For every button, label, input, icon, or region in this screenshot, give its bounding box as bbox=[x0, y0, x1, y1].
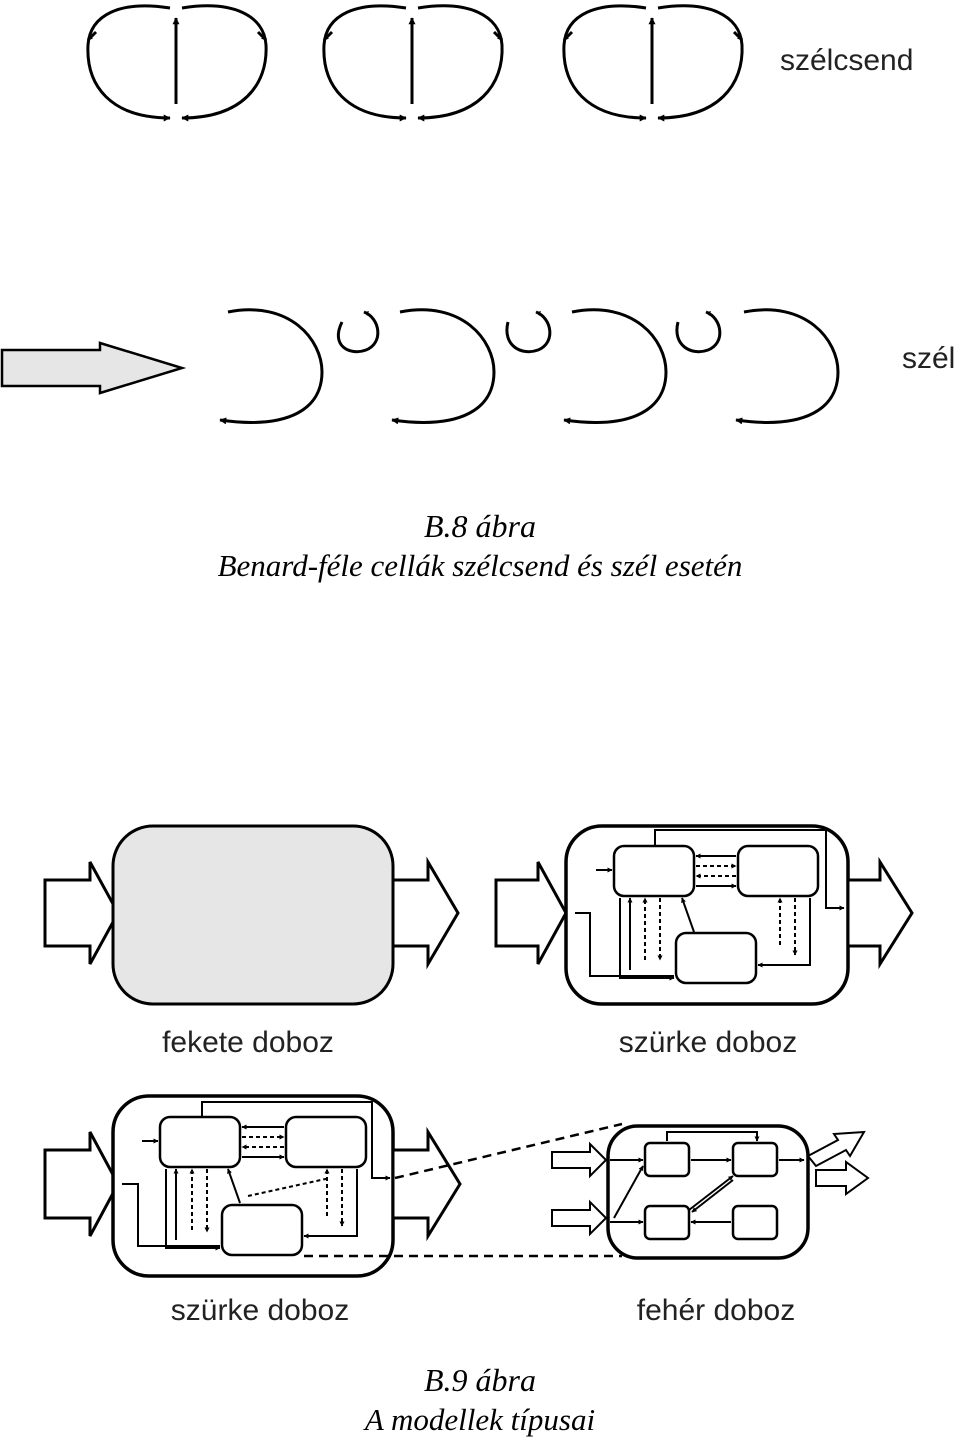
calm-cells bbox=[86, 4, 744, 122]
wind-eddy-3 bbox=[675, 310, 722, 354]
grey-box-top-label: szürke doboz bbox=[619, 1026, 797, 1059]
grey-box-top-output-arrow bbox=[846, 856, 914, 970]
white-box-input-arrow-2 bbox=[551, 1199, 608, 1237]
wind-label: szél bbox=[902, 342, 955, 375]
calm-cell-3 bbox=[562, 4, 744, 122]
white-box-output-arrow-1 bbox=[806, 1130, 866, 1168]
wind-cells bbox=[219, 308, 840, 425]
grey-bottom-sub-box-a bbox=[158, 1115, 242, 1169]
grey-box-bottom-input-arrow bbox=[43, 1131, 120, 1237]
grey-top-sub-box-a bbox=[612, 844, 696, 898]
white-box-input-arrow-1 bbox=[551, 1141, 608, 1179]
black-box-label: fekete doboz bbox=[162, 1026, 334, 1059]
grey-box-bottom-frame bbox=[111, 1094, 395, 1278]
calm-cell-2 bbox=[322, 4, 504, 122]
wind-cell-2 bbox=[391, 308, 496, 425]
black-box-input-arrow bbox=[43, 861, 120, 965]
grey-box-top-diagram bbox=[494, 824, 914, 1006]
figure-b9-number: B.9 ábra bbox=[424, 1362, 536, 1398]
wind-eddy-2 bbox=[505, 310, 552, 354]
white-box-frame bbox=[606, 1124, 810, 1260]
wind-cell-3 bbox=[563, 308, 668, 425]
black-box-diagram bbox=[43, 824, 460, 1006]
grey-top-sub-box-c bbox=[674, 931, 758, 985]
white-box-output-arrow-2 bbox=[815, 1160, 870, 1196]
grey-box-bottom-output-arrow bbox=[391, 1126, 462, 1242]
calm-label: szélcsend bbox=[780, 44, 913, 77]
black-box-output-arrow bbox=[391, 856, 460, 970]
white-sub-box-a bbox=[643, 1141, 691, 1178]
calm-cell-1 bbox=[86, 4, 268, 122]
wind-cell-1 bbox=[219, 308, 324, 425]
grey-box-top-input-arrow bbox=[494, 861, 568, 965]
grey-box-bottom-diagram bbox=[43, 1094, 623, 1278]
white-box-label: fehér doboz bbox=[637, 1294, 795, 1327]
grey-bottom-sub-box-b bbox=[284, 1115, 368, 1169]
wind-eddy-1 bbox=[336, 310, 380, 354]
wind-input-arrow bbox=[0, 341, 187, 395]
grey-bottom-sub-box-c bbox=[220, 1203, 304, 1257]
white-sub-box-d bbox=[731, 1204, 779, 1241]
figure-b8-number: B.8 ábra bbox=[424, 508, 536, 544]
figure-b8-title: Benard-féle cellák szélcsend és szél ese… bbox=[217, 548, 743, 583]
figure-b9-title: A modellek típusai bbox=[364, 1402, 596, 1437]
grey-box-top-frame bbox=[564, 824, 850, 1006]
white-sub-box-b bbox=[731, 1141, 779, 1178]
grey-box-bottom-label: szürke doboz bbox=[171, 1294, 349, 1327]
white-sub-box-c bbox=[643, 1204, 691, 1241]
wind-cell-4 bbox=[735, 308, 840, 425]
white-box-diagram bbox=[551, 1124, 870, 1260]
black-box bbox=[111, 824, 395, 1006]
grey-top-sub-box-b bbox=[736, 844, 820, 898]
zoom-connector-top bbox=[394, 1122, 623, 1180]
